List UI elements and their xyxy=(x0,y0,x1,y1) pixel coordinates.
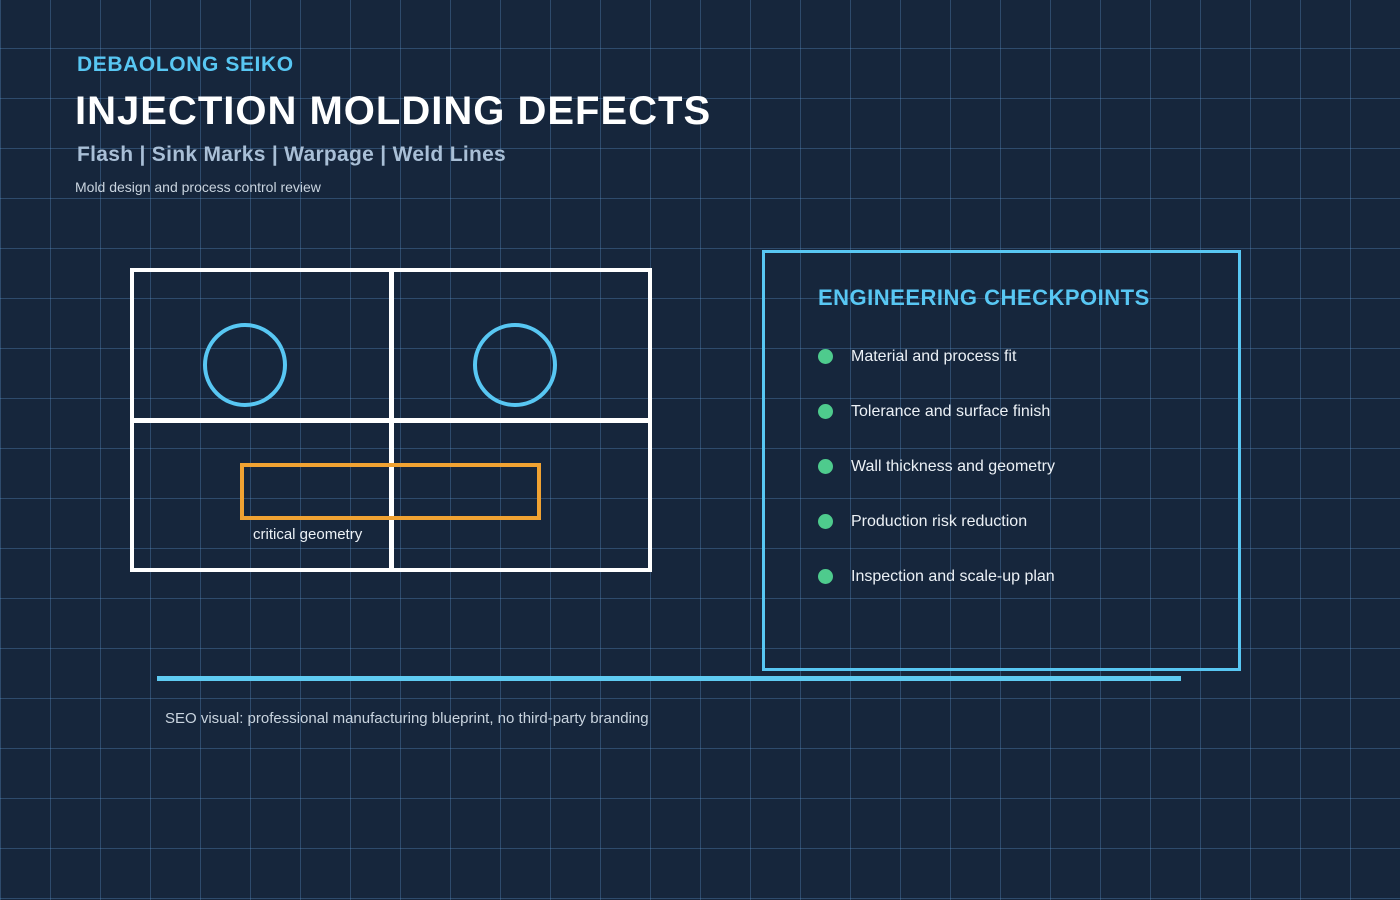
checkpoint-label: Inspection and scale-up plan xyxy=(851,567,1055,585)
footer-divider-line xyxy=(157,676,1181,681)
list-item: Tolerance and surface finish xyxy=(818,384,1218,439)
checkpoint-bullet-icon xyxy=(818,459,833,474)
review-tagline: Mold design and process control review xyxy=(75,179,321,195)
list-item: Production risk reduction xyxy=(818,494,1218,549)
list-item: Wall thickness and geometry xyxy=(818,439,1218,494)
mold-horizontal-parting-line xyxy=(134,418,648,423)
list-item: Material and process fit xyxy=(818,329,1218,384)
checkpoint-label: Material and process fit xyxy=(851,347,1017,365)
checkpoint-label: Production risk reduction xyxy=(851,512,1028,530)
checkpoint-list: Material and process fit Tolerance and s… xyxy=(818,329,1218,604)
page-title: INJECTION MOLDING DEFECTS xyxy=(75,89,712,133)
cavity-circle-right-icon xyxy=(473,323,557,407)
critical-geometry-highlight-rect xyxy=(240,463,541,520)
critical-geometry-label: critical geometry xyxy=(253,526,363,543)
checkpoint-label: Tolerance and surface finish xyxy=(851,402,1051,420)
brand-name: DEBAOLONG SEIKO xyxy=(77,53,294,76)
checkpoint-bullet-icon xyxy=(818,349,833,364)
mold-outline-rect xyxy=(130,268,652,572)
checkpoint-bullet-icon xyxy=(818,569,833,584)
list-item: Inspection and scale-up plan xyxy=(818,549,1218,604)
cavity-circle-left-icon xyxy=(203,323,287,407)
checkpoint-bullet-icon xyxy=(818,404,833,419)
checkpoint-label: Wall thickness and geometry xyxy=(851,457,1055,475)
panel-title: ENGINEERING CHECKPOINTS xyxy=(818,285,1150,310)
defects-subtitle: Flash | Sink Marks | Warpage | Weld Line… xyxy=(77,143,507,166)
checkpoint-bullet-icon xyxy=(818,514,833,529)
mold-schematic: critical geometry xyxy=(130,268,652,572)
engineering-checkpoints-panel: ENGINEERING CHECKPOINTS Material and pro… xyxy=(762,250,1241,671)
seo-note: SEO visual: professional manufacturing b… xyxy=(165,710,649,727)
